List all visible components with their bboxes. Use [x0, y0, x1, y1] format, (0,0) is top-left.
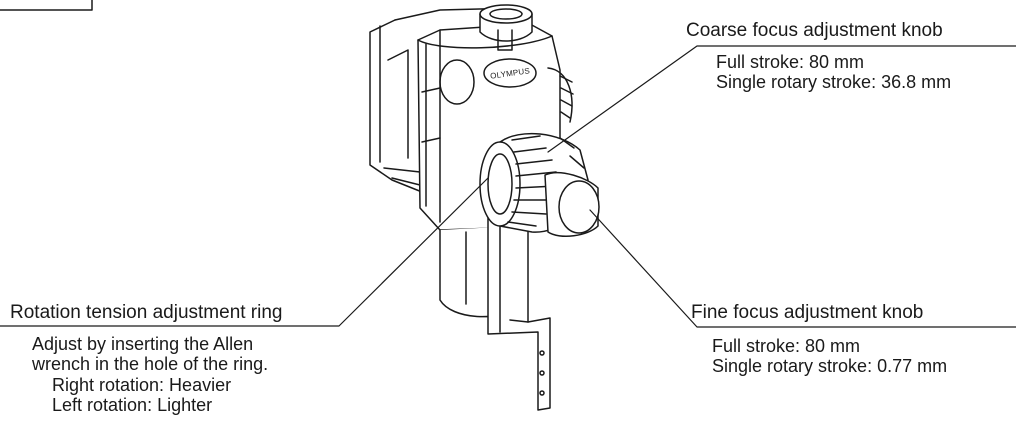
cropped-frame [0, 0, 93, 11]
fine-single-rotary-stroke: Single rotary stroke: 0.77 mm [712, 356, 948, 376]
fine-focus-knob [544, 171, 600, 238]
rear-frame [369, 7, 521, 197]
fine-focus-title: Fine focus adjustment knob [691, 302, 924, 323]
tension-right-rotation: Right rotation: Heavier [52, 375, 232, 395]
coarse-single-rotary-stroke: Single rotary stroke: 36.8 mm [716, 72, 952, 92]
coarse-full-stroke: Full stroke: 80 mm [716, 52, 865, 72]
tension-instruction-line-1: Adjust by inserting the Allen [32, 334, 254, 354]
leader-lines [0, 45, 1016, 328]
tension-leader [0, 177, 489, 327]
vertical-rail [487, 211, 551, 411]
fine-leader [589, 209, 1016, 328]
tension-left-rotation: Left rotation: Lighter [52, 395, 213, 415]
coarse-focus-title: Coarse focus adjustment knob [686, 20, 943, 41]
top-column [479, 4, 533, 51]
coarse-leader [547, 45, 1016, 153]
fine-full-stroke: Full stroke: 80 mm [712, 336, 861, 356]
tension-instruction-line-2: wrench in the hole of the ring. [32, 354, 269, 374]
tension-ring-title: Rotation tension adjustment ring [10, 302, 283, 323]
